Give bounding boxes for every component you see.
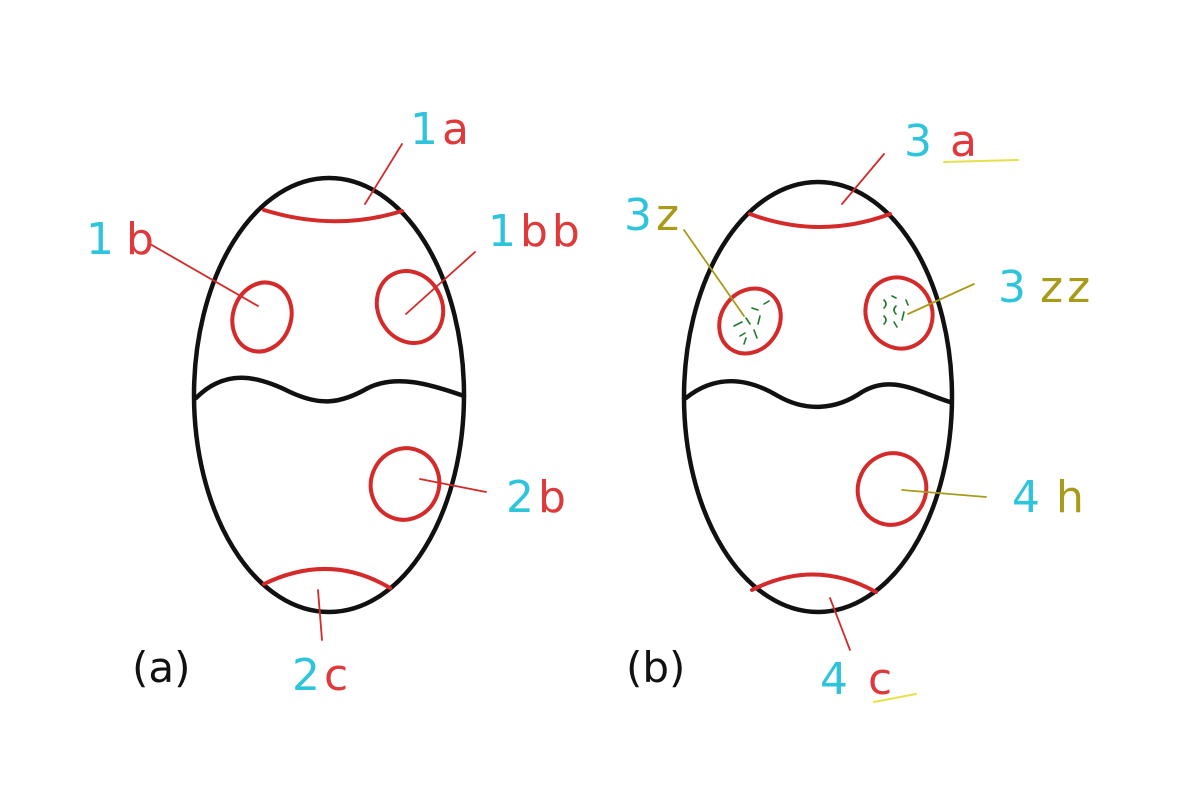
label-1a-number: 1 [410, 104, 442, 155]
egg-b-spot-upper-left [717, 286, 783, 356]
label-3z: 3z [624, 190, 683, 241]
leader-2c [317, 589, 323, 641]
egg-b-wave [683, 379, 953, 409]
label-1bb-letter: bb [520, 206, 584, 257]
egg-b-spot-upper-right [863, 275, 935, 351]
leader-3a [841, 153, 885, 205]
egg-b-top-band [748, 212, 892, 229]
label-1bb-number: 1 [488, 206, 520, 257]
egg-b-speckles-right [883, 295, 909, 328]
label-2b-letter: b [538, 472, 570, 523]
egg-b-outline [681, 179, 955, 615]
egg-b-bottom-band [750, 572, 878, 594]
egg-b-spot-lower [855, 451, 929, 527]
caption-b: (b) [626, 643, 685, 692]
label-2c-number: 2 [292, 650, 324, 701]
egg-a-top-band [262, 208, 404, 224]
label-1b-number: 1 [86, 214, 118, 265]
leader-1bb [405, 251, 476, 315]
label-1bb: 1bb [488, 206, 584, 257]
leader-2b [419, 478, 487, 493]
label-3a-letter: a [950, 116, 981, 167]
label-4h-number: 4 [1012, 472, 1044, 523]
label-3z-letter: z [656, 190, 683, 241]
label-2c-letter: c [324, 650, 352, 701]
label-4c-letter: c [868, 654, 896, 705]
leader-3z [683, 229, 745, 317]
label-1a: 1a [410, 104, 473, 155]
leader-1b [149, 243, 259, 307]
leader-4h [901, 489, 987, 498]
egg-a-wave [193, 375, 467, 404]
label-4c-number: 4 [820, 654, 852, 705]
label-1a-letter: a [442, 104, 473, 155]
leader-4c [829, 597, 851, 651]
label-2b-number: 2 [506, 472, 538, 523]
underline-3a [943, 159, 1019, 163]
egg-b-speckles-left [733, 300, 770, 345]
egg-a-spot-lower [368, 446, 442, 522]
label-2b: 2b [506, 472, 570, 523]
label-3z-number: 3 [624, 190, 656, 241]
leader-3zz [907, 283, 975, 315]
underline-4c [873, 693, 917, 703]
egg-a-outline [191, 175, 467, 615]
label-1b-letter: b [126, 214, 158, 265]
label-3zz-letter: zz [1040, 262, 1094, 313]
label-2c: 2c [292, 650, 352, 701]
label-4h-letter: h [1056, 472, 1088, 523]
egg-a-bottom-band [262, 567, 392, 590]
egg-a-spot-upper-left [230, 280, 294, 354]
label-3a-number: 3 [904, 116, 936, 167]
caption-a: (a) [132, 643, 191, 692]
leader-1a [364, 143, 403, 205]
egg-a-spot-upper-right [374, 269, 446, 345]
label-3zz-number: 3 [998, 262, 1030, 313]
